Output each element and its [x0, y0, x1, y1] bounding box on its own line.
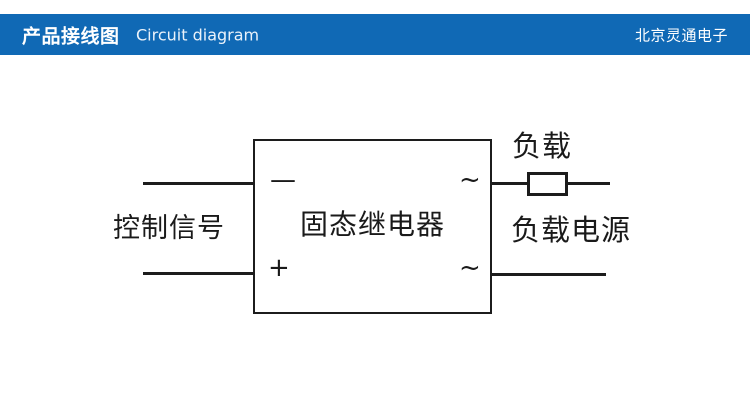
terminal-ac-top-symbol: ~: [459, 165, 481, 195]
brand-name: 北京灵通电子: [634, 26, 728, 44]
label-control-signal: 控制信号: [113, 213, 225, 244]
label-load: 负载: [512, 129, 573, 163]
solid-state-relay-label: 固态继电器: [299, 208, 445, 241]
label-load-supply: 负载电源: [511, 213, 632, 247]
terminal-positive-symbol: +: [268, 253, 290, 283]
solid-state-relay-box: [253, 139, 492, 314]
wire-load-bottom: [490, 273, 606, 276]
page-header-bar: 产品接线图 Circuit diagram 北京灵通电子: [0, 14, 750, 55]
wire-control-negative: [143, 182, 255, 185]
circuit-diagram-canvas: 固态继电器 — + ~ ~ 控制信号 负载 负载电源: [0, 55, 750, 412]
terminal-ac-bottom-symbol: ~: [459, 253, 481, 283]
terminal-negative-symbol: —: [270, 165, 296, 195]
load-resistor-icon: [527, 172, 568, 196]
page-title-english: Circuit diagram: [136, 25, 260, 44]
wire-control-positive: [143, 272, 255, 275]
page-title-chinese: 产品接线图: [22, 25, 120, 47]
